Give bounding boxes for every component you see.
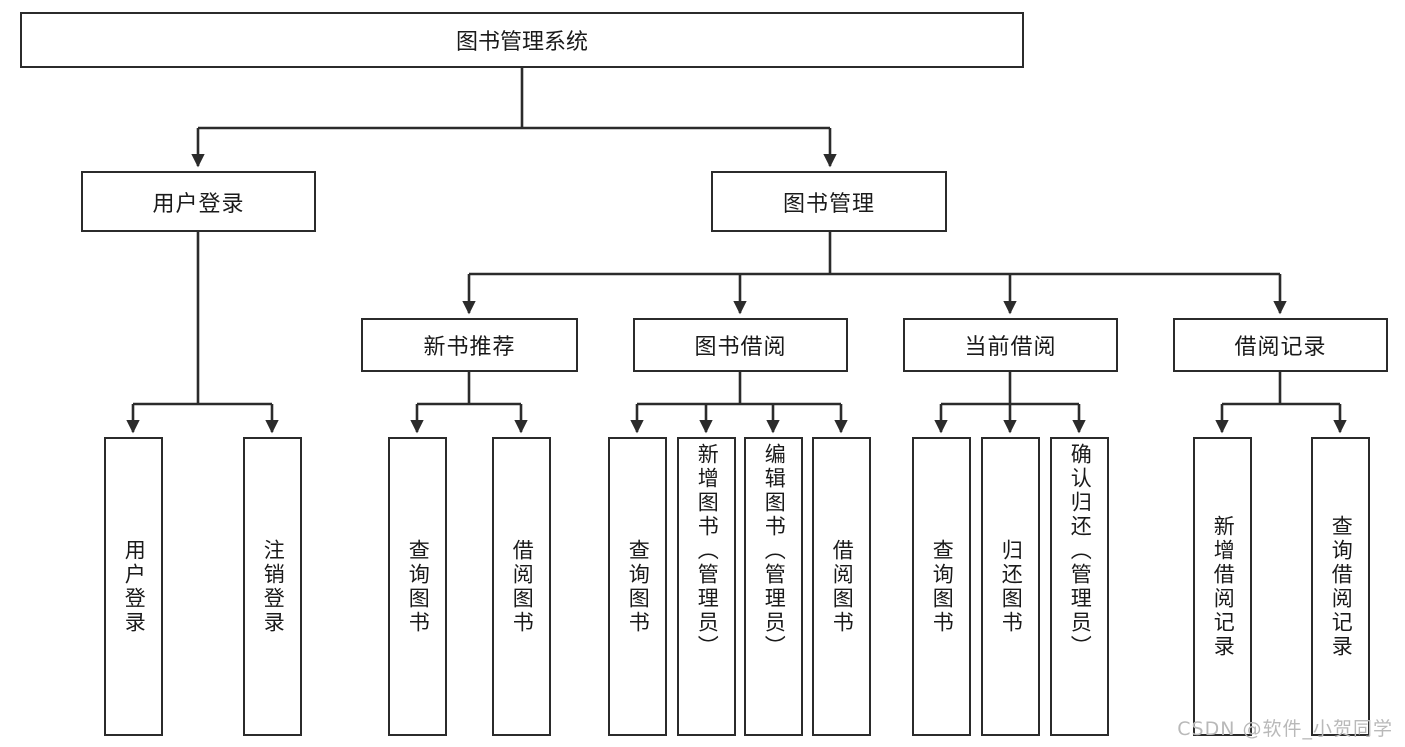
node-label: 用户登录 [152,191,245,217]
node-label: 新增借阅记录 [1211,514,1236,659]
node-root-system[interactable]: 图书管理系统 [20,12,1024,68]
node-user-login[interactable]: 用户登录 [81,171,316,232]
leaf-query-borrow-record[interactable]: 查询借阅记录 [1311,437,1370,736]
node-borrow-record[interactable]: 借阅记录 [1173,318,1388,372]
node-label: 注销登录 [261,538,286,635]
node-label: 借阅图书 [830,538,855,635]
node-new-book-recommend[interactable]: 新书推荐 [361,318,578,372]
node-label: 图书借阅 [694,335,787,360]
node-current-borrow[interactable]: 当前借阅 [903,318,1118,372]
node-label: 归还图书 [999,538,1024,635]
leaf-add-book[interactable]: 新增图书（管理员） [677,437,736,736]
leaf-add-borrow-record[interactable]: 新增借阅记录 [1193,437,1252,736]
leaf-borrow-book[interactable]: 借阅图书 [812,437,871,736]
node-label: 图书管理 [782,191,875,217]
node-label: 查询图书 [406,538,431,635]
node-label: 确认归还（管理员） [1068,443,1093,659]
node-label: 借阅记录 [1234,335,1327,360]
node-label: 用户登录 [122,538,147,635]
leaf-edit-book[interactable]: 编辑图书（管理员） [744,437,803,736]
leaf-user-login[interactable]: 用户登录 [104,437,163,736]
leaf-borrow-book-recommend[interactable]: 借阅图书 [492,437,551,736]
node-label: 查询图书 [626,538,651,635]
node-book-management[interactable]: 图书管理 [711,171,947,232]
node-label: 新书推荐 [423,335,516,360]
node-book-borrow[interactable]: 图书借阅 [633,318,848,372]
leaf-user-logout[interactable]: 注销登录 [243,437,302,736]
leaf-query-book-borrow[interactable]: 查询图书 [608,437,667,736]
node-label: 当前借阅 [964,335,1057,360]
leaf-query-book-current[interactable]: 查询图书 [912,437,971,736]
node-label: 查询图书 [930,538,955,635]
node-label: 图书管理系统 [455,30,588,55]
leaf-return-book[interactable]: 归还图书 [981,437,1040,736]
node-label: 借阅图书 [510,538,535,635]
leaf-query-book-recommend[interactable]: 查询图书 [388,437,447,736]
node-label: 查询借阅记录 [1329,514,1354,659]
leaf-confirm-return[interactable]: 确认归还（管理员） [1050,437,1109,736]
node-label: 新增图书（管理员） [695,443,720,659]
node-label: 编辑图书（管理员） [762,443,787,659]
